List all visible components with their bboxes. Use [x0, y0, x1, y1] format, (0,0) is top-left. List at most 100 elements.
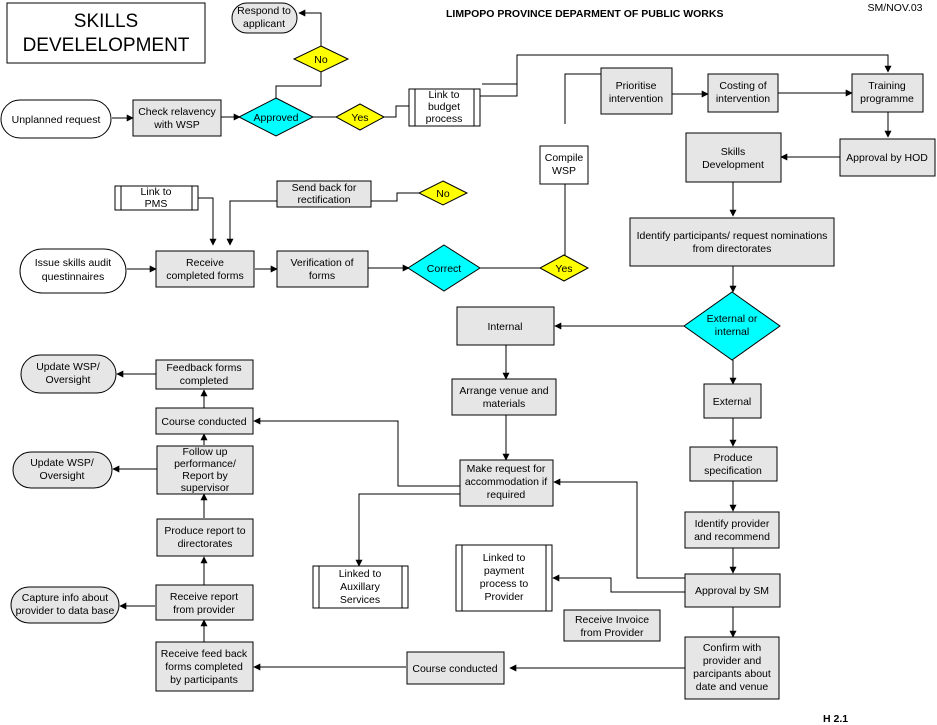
- prioritise-line-1: Prioritise: [616, 80, 657, 92]
- approval-sm-label: Approval by SM: [695, 585, 769, 597]
- update-wsp-terminal-1: [20, 354, 117, 394]
- linked-aux-line-2: Auxillary: [340, 581, 380, 593]
- yes-decision-mid: [538, 254, 590, 282]
- receive-feedback-line-1: Receive feed back: [161, 648, 248, 660]
- produce-spec-line-1: Produce: [713, 452, 752, 464]
- skills-dev-box: [685, 132, 782, 183]
- verification-line-1: Verification of: [290, 257, 353, 269]
- linked-payment-box: [455, 544, 553, 612]
- receive-feedback-line-3: by participants: [170, 674, 238, 686]
- budget-line-2: budget: [428, 101, 460, 113]
- receive-forms-line-1: Receive: [186, 257, 224, 269]
- approved-decision: [237, 97, 315, 137]
- issue-audit-terminal: [19, 248, 127, 294]
- costing-box: [707, 73, 779, 113]
- prioritise-box: [600, 67, 673, 115]
- no-decision-top: [292, 45, 350, 73]
- unplanned-request-terminal: [0, 99, 112, 139]
- respond-to-applicant-line-1: Respond to: [237, 5, 291, 17]
- feedback-completed-box: [155, 359, 254, 390]
- capture-info-terminal: [10, 586, 120, 624]
- linked-payment-line-4: Provider: [484, 591, 524, 603]
- costing-line-1: Costing of: [719, 80, 766, 92]
- correct-decision-label: Correct: [427, 263, 462, 275]
- approval-hod-box: [839, 138, 936, 177]
- correct-decision: [407, 244, 481, 292]
- identify-participants-line-2: from directorates: [693, 243, 772, 255]
- external-label: External: [713, 396, 752, 408]
- compile-wsp-line-1: Compile: [545, 152, 584, 164]
- identify-provider-box: [684, 511, 780, 549]
- arrange-venue-box: [451, 378, 557, 416]
- produce-report-line-1: Produce report to: [164, 525, 245, 537]
- receive-report-line-1: Receive report: [170, 591, 238, 603]
- title-box: [6, 2, 206, 64]
- identify-provider-line-1: Identify provider: [695, 518, 770, 530]
- external-or-internal-line-2: internal: [715, 326, 749, 338]
- respond-to-applicant-terminal: [231, 2, 298, 34]
- send-back-box: [276, 180, 372, 208]
- course-conducted-2-label: Course conducted: [412, 663, 497, 675]
- follow-up-line-2: performance/: [174, 458, 236, 470]
- page-ref: H 2.1: [823, 713, 848, 725]
- make-request-line-3: required: [487, 489, 526, 501]
- budget-line-1: Link to: [429, 89, 460, 101]
- internal-label: Internal: [487, 321, 522, 333]
- external-box: [703, 383, 762, 419]
- identify-participants-line-1: Identify participants/ request nominatio…: [637, 230, 828, 242]
- course-conducted-2-box: [406, 651, 505, 685]
- follow-up-line-4: supervisor: [181, 482, 230, 494]
- make-request-box: [459, 459, 554, 507]
- produce-report-line-2: directorates: [178, 538, 233, 550]
- check-wsp-line-1: Check relavency: [138, 106, 216, 118]
- produce-spec-line-2: specification: [704, 465, 762, 477]
- title-line-2: DEVELELOPMENT: [23, 35, 190, 56]
- yes-decision-mid-label: Yes: [555, 263, 572, 275]
- predefined-boxes: [114, 88, 589, 612]
- confirm-provider-line-1: Confirm with: [703, 642, 762, 654]
- skills-dev-line-2: Development: [702, 159, 764, 171]
- confirm-provider-line-3: parcipants about: [693, 668, 771, 680]
- process-boxes: [132, 67, 936, 700]
- title-line-1: SKILLS: [74, 11, 138, 32]
- no-decision-mid: [417, 180, 469, 206]
- receive-forms-line-2: completed forms: [166, 270, 244, 282]
- external-or-internal-decision: [683, 291, 781, 361]
- capture-info-line-1: Capture info about: [22, 592, 108, 604]
- budget-line-3: process: [426, 113, 463, 125]
- receive-invoice-line-1: Receive Invoice: [575, 614, 649, 626]
- course-conducted-1-box: [155, 407, 254, 435]
- receive-feedback-box: [155, 641, 254, 692]
- confirm-provider-line-4: date and venue: [696, 681, 769, 693]
- approved-decision-label: Approved: [254, 112, 299, 124]
- training-box: [851, 73, 924, 113]
- receive-invoice-line-2: from Provider: [580, 627, 644, 639]
- receive-forms-box: [155, 250, 255, 288]
- send-back-line-2: rectification: [297, 194, 350, 206]
- costing-line-2: intervention: [716, 93, 770, 105]
- linked-aux-line-1: Linked to: [339, 568, 382, 580]
- issue-audit-line-1: Issue skills audit: [35, 257, 112, 269]
- feedback-completed-line-2: completed: [180, 375, 229, 387]
- capture-info-line-2: provider to data base: [16, 605, 115, 617]
- unplanned-request-label: Unplanned request: [12, 114, 101, 126]
- internal-box: [456, 306, 555, 346]
- update-wsp-1-line-1: Update WSP/: [36, 361, 100, 373]
- update-wsp-2-line-1: Update WSP/: [30, 457, 94, 469]
- update-wsp-2-line-2: Oversight: [40, 470, 85, 482]
- make-request-line-2: accommodation if: [465, 476, 547, 488]
- receive-report-box: [155, 584, 254, 621]
- no-decision-top-label: No: [314, 54, 328, 66]
- receive-invoice-box: [563, 609, 661, 642]
- training-line-1: Training: [868, 80, 906, 92]
- linked-payment-line-2: payment: [484, 565, 524, 577]
- check-wsp-line-2: with WSP: [153, 119, 200, 131]
- page-header: LIMPOPO PROVINCE DEPARMENT OF PUBLIC WOR…: [446, 8, 723, 20]
- link-pms-box: [114, 185, 199, 211]
- linked-aux-line-3: Services: [340, 594, 380, 606]
- update-wsp-terminal-2: [12, 451, 113, 489]
- produce-spec-box: [689, 446, 778, 482]
- prioritise-line-2: intervention: [609, 93, 663, 105]
- compile-wsp-line-2: WSP: [552, 165, 576, 177]
